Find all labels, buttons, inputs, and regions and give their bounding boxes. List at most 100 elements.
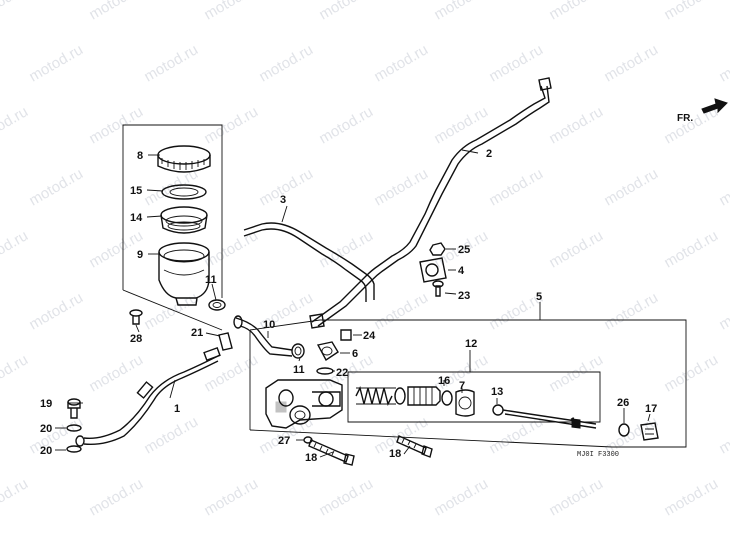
callout-4: 4 [458,265,465,277]
watermark-text: motod.ru [256,41,316,85]
callout-22: 22 [336,367,348,379]
callout-18-left: 18 [305,452,317,464]
clutch-hose [75,346,221,447]
callout-24: 24 [363,330,376,342]
watermark-text: motod.ru [0,227,31,271]
callout-17: 17 [645,403,657,415]
callout-11-lower: 11 [293,364,305,376]
reservoir-frame [122,124,223,331]
watermark-text: motod.ru [26,165,86,209]
watermark-text: motod.ru [546,475,606,519]
watermark-text: motod.ru [431,0,491,23]
callout-labels: 8 15 14 9 11 2 3 4 23 25 5 24 6 22 11 10… [40,148,657,464]
watermark-text: motod.ru [0,351,31,395]
watermark-text: motod.ru [316,475,376,519]
callout-18-right: 18 [389,448,401,460]
callout-15: 15 [130,185,142,197]
master-cylinder-body [265,379,343,429]
watermark-text: motod.ru [431,475,491,519]
rod-nut [618,423,630,437]
hose-clip [218,332,233,351]
rod-holder [640,422,659,441]
inner-kit-frame [347,371,601,423]
watermark-text: motod.ru [86,475,146,519]
callout-6: 6 [352,348,358,360]
watermark-text: motod.ru [0,0,31,23]
direction-label: FR. [677,113,693,124]
callout-19: 19 [40,398,52,410]
callout-13: 13 [491,386,503,398]
pipe-joint [419,257,447,283]
watermark-text: motod.ru [0,103,31,147]
callout-21: 21 [191,327,203,339]
watermark-text: motod.ru [371,165,431,209]
leader-lines [55,149,651,458]
callout-23: 23 [458,290,470,302]
watermark-text: motod.ru [371,289,431,333]
callout-2: 2 [486,148,492,160]
watermark-text: motod.ru [316,227,376,271]
watermark-text: motod.ru [256,165,316,209]
callout-1-hose: 1 [174,403,180,415]
watermark-text: motod.ru [486,41,546,85]
joint-nut [429,242,446,256]
watermark-text: motod.ru [661,475,721,519]
watermark-text: motod.ru [546,0,606,23]
watermark-text: motod.ru [201,0,261,23]
watermark-text: motod.ru [0,475,31,519]
watermark-text: motod.ru [26,41,86,85]
watermark-text: motod.ru [26,413,86,457]
watermark-text: motod.ru [661,227,721,271]
callout-3: 3 [280,194,286,206]
watermark-text: motod.ru [86,351,146,395]
reservoir-cap [157,145,211,173]
watermark-text: motod.ru [601,289,661,333]
watermark-text: motod.ru [316,0,376,23]
clamp-bolt [129,309,143,325]
watermark-text: motod.ru [716,41,730,85]
watermark-text: motod.ru [546,103,606,147]
callout-9: 9 [137,249,143,261]
callout-8: 8 [137,150,143,162]
reservoir-hose [233,315,293,357]
callout-12: 12 [465,338,477,350]
watermark-text: motod.ru [661,351,721,395]
watermark-text: motod.ru [486,413,546,457]
reservoir-plate [161,184,207,200]
direction-arrow: FR. [677,98,728,124]
watermark-text: motod.ru [316,103,376,147]
callout-1-rod: 1 [570,416,576,428]
watermark-text: motod.ru [716,289,730,333]
diagram-code: MJ0I F3300 [577,451,619,459]
callout-16: 16 [438,375,450,387]
joint-bolt [432,280,444,297]
callout-28: 28 [130,333,142,345]
watermark-text: motod.ru [201,351,261,395]
callout-10: 10 [263,319,275,331]
reservoir-body [158,242,210,306]
callout-20-lower: 20 [40,445,52,457]
watermark-text: motod.ru [546,351,606,395]
reservoir-diaphragm [160,206,208,234]
watermark-text: motod.ru [371,41,431,85]
hose-clamp-lower [291,343,305,359]
callout-25: 25 [458,244,470,256]
assembly-frame [249,302,687,448]
cylinder-kit-parts [355,385,597,429]
watermark-text: motod.ru [26,289,86,333]
callout-20-upper: 20 [40,423,52,435]
banjo-bolt [67,398,81,419]
watermark-text: motod.ru [486,165,546,209]
watermark-text: motod.ru [716,413,730,457]
joint-o-ring [316,367,334,375]
watermark-text: motod.ru [141,413,201,457]
watermark-text: motod.ru [716,165,730,209]
watermark-text: motod.ru [141,41,201,85]
callout-27: 27 [278,435,290,447]
callout-14: 14 [130,212,143,224]
callout-7: 7 [459,380,465,392]
pipe-bolt [340,329,352,341]
watermark-text: motod.ru [201,475,261,519]
